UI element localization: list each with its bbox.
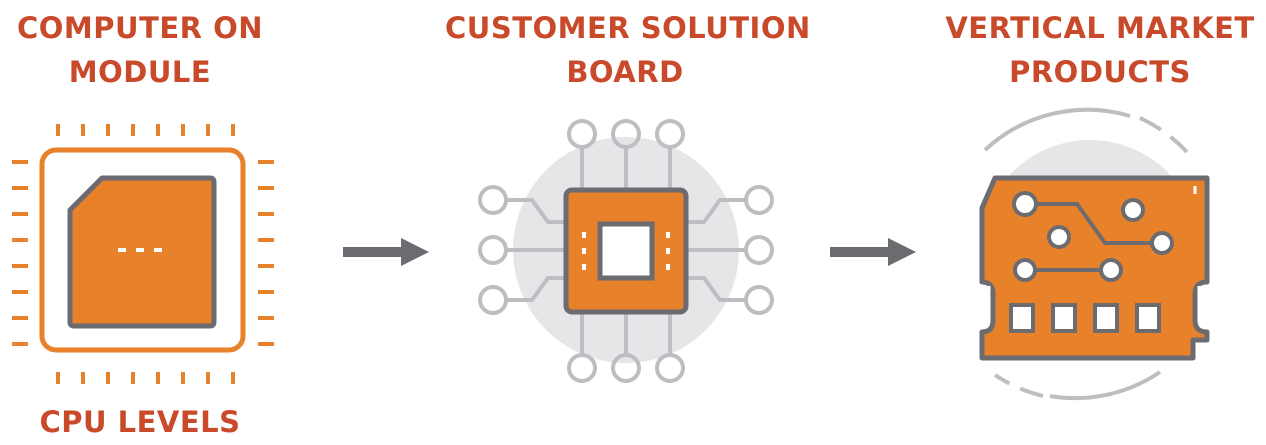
title-line: VERTICAL MARKET	[945, 11, 1255, 45]
circuit-board-icon	[979, 107, 1210, 401]
title-computer-on-module: COMPUTER ON MODULE	[10, 6, 270, 94]
title-line: COMPUTER ON	[16, 11, 264, 45]
title-line: BOARD	[566, 55, 684, 89]
arrow-right-icon	[830, 238, 916, 266]
title-line: MODULE	[68, 55, 212, 89]
title-vertical-market-products: VERTICAL MARKET PRODUCTS	[945, 6, 1255, 94]
title-line: PRODUCTS	[1009, 55, 1191, 89]
title-cpu-levels: CPU LEVELS	[20, 400, 260, 444]
arrow-right-icon	[343, 238, 429, 266]
title-customer-solution-board: CUSTOMER SOLUTION BOARD	[445, 6, 811, 94]
title-line: CPU LEVELS	[39, 405, 241, 439]
cpu-module-icon	[12, 124, 274, 384]
circuit-chip-icon	[478, 119, 774, 383]
title-line: CUSTOMER SOLUTION	[445, 11, 811, 45]
